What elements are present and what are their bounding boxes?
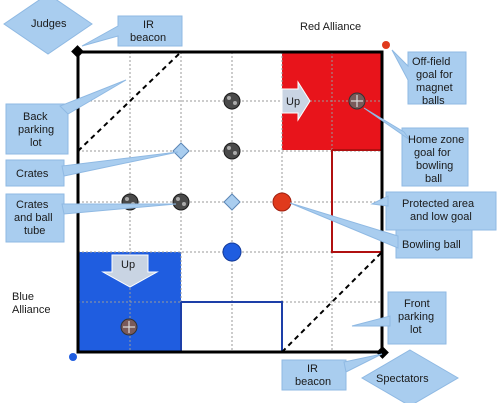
crates-callout (5, 159, 65, 187)
blue-up-arrow: Up (101, 254, 159, 288)
red-alliance-corner-dot (382, 41, 390, 49)
protected-area-callout (385, 191, 497, 231)
judges-callout (3, 0, 93, 55)
crates-tube-label-line3: tube (24, 225, 45, 237)
crates-tube-label-line2: and ball (14, 212, 53, 224)
protected-area-pointer (370, 195, 389, 207)
off-field-goal-callout (391, 49, 467, 105)
blue-magnet-goal-marker (120, 318, 138, 336)
blue-up-label: Up (121, 259, 135, 271)
crate-ball (172, 193, 190, 211)
blue-alliance-label-line2: Alliance (12, 304, 51, 316)
crates-tube-label-line1: Crates (16, 199, 49, 211)
spectators-label: Spectators (376, 373, 429, 385)
back-parking-label-line3: lot (30, 137, 42, 149)
bowling-ball-pointer (289, 202, 399, 249)
back-parking-lot-line (77, 51, 182, 152)
judges-label: Judges (31, 18, 67, 30)
home-zone-label-line4: ball (425, 173, 442, 185)
back-parking-label-line1: Back (23, 111, 48, 123)
protected-area-label-line1: Protected area (402, 198, 475, 210)
red-up-label: Up (286, 96, 300, 108)
blue-alliance-corner-dot (69, 353, 77, 361)
crate-diamond (172, 142, 190, 160)
front-parking-label-line1: Front (404, 298, 430, 310)
home-zone-label-line2: goal for (414, 147, 451, 159)
back-parking-lot-callout (5, 103, 69, 155)
crate-ball (223, 92, 241, 110)
crates-tube-callout (5, 193, 65, 243)
front-parking-label-line3: lot (410, 324, 422, 336)
home-zone-pointer (363, 107, 411, 141)
bowling-ball-callout (395, 229, 473, 259)
home-zone-label-line3: bowling (416, 160, 453, 172)
red-alliance-label: Red Alliance (300, 21, 361, 33)
blue-bowling-ball (222, 242, 242, 262)
crates-tube-pointer (61, 203, 177, 215)
off-field-label-line3: magnet (416, 82, 453, 94)
front-parking-lot-callout (387, 291, 447, 345)
protected-area-label-line2: and low goal (410, 211, 472, 223)
ir-beacon-top-callout (81, 15, 183, 47)
off-field-label-line4: balls (422, 95, 445, 107)
crates-pointer (61, 151, 179, 177)
ir-beacon-bottom-pointer (343, 353, 383, 373)
judges-corner-marker (71, 45, 84, 58)
red-magnet-goal-marker (348, 92, 366, 110)
crate-ball (223, 142, 241, 160)
spectators-callout (361, 349, 459, 403)
crates-label: Crates (16, 168, 49, 180)
red-up-arrow: Up (281, 80, 311, 122)
front-parking-label-line2: parking (398, 311, 434, 323)
back-parking-label-line2: parking (18, 124, 54, 136)
home-zone-callout (401, 127, 469, 187)
back-parking-lot-pointer (59, 79, 127, 115)
ir-beacon-top-label-line2: beacon (130, 32, 166, 44)
ir-beacon-bottom-label-line2: beacon (295, 376, 331, 388)
ir-beacon-bottom-callout (281, 359, 347, 391)
playing-field: Up Up (69, 41, 390, 361)
ir-beacon-top-label-line1: IR (143, 19, 154, 31)
red-bowling-ball (272, 192, 292, 212)
front-parking-lot-pointer (351, 315, 391, 327)
blue-alliance-label-line1: Blue (12, 291, 34, 303)
off-field-label-line1: Off-field (412, 56, 450, 68)
front-parking-lot-line (281, 251, 383, 353)
spectators-corner-marker (376, 346, 389, 359)
ir-beacon-bottom-label-line1: IR (307, 363, 318, 375)
crate-diamond (223, 193, 241, 211)
bowling-ball-label: Bowling ball (402, 239, 461, 251)
off-field-label-line2: goal for (416, 69, 453, 81)
home-zone-label-line1: Home zone (408, 134, 464, 146)
